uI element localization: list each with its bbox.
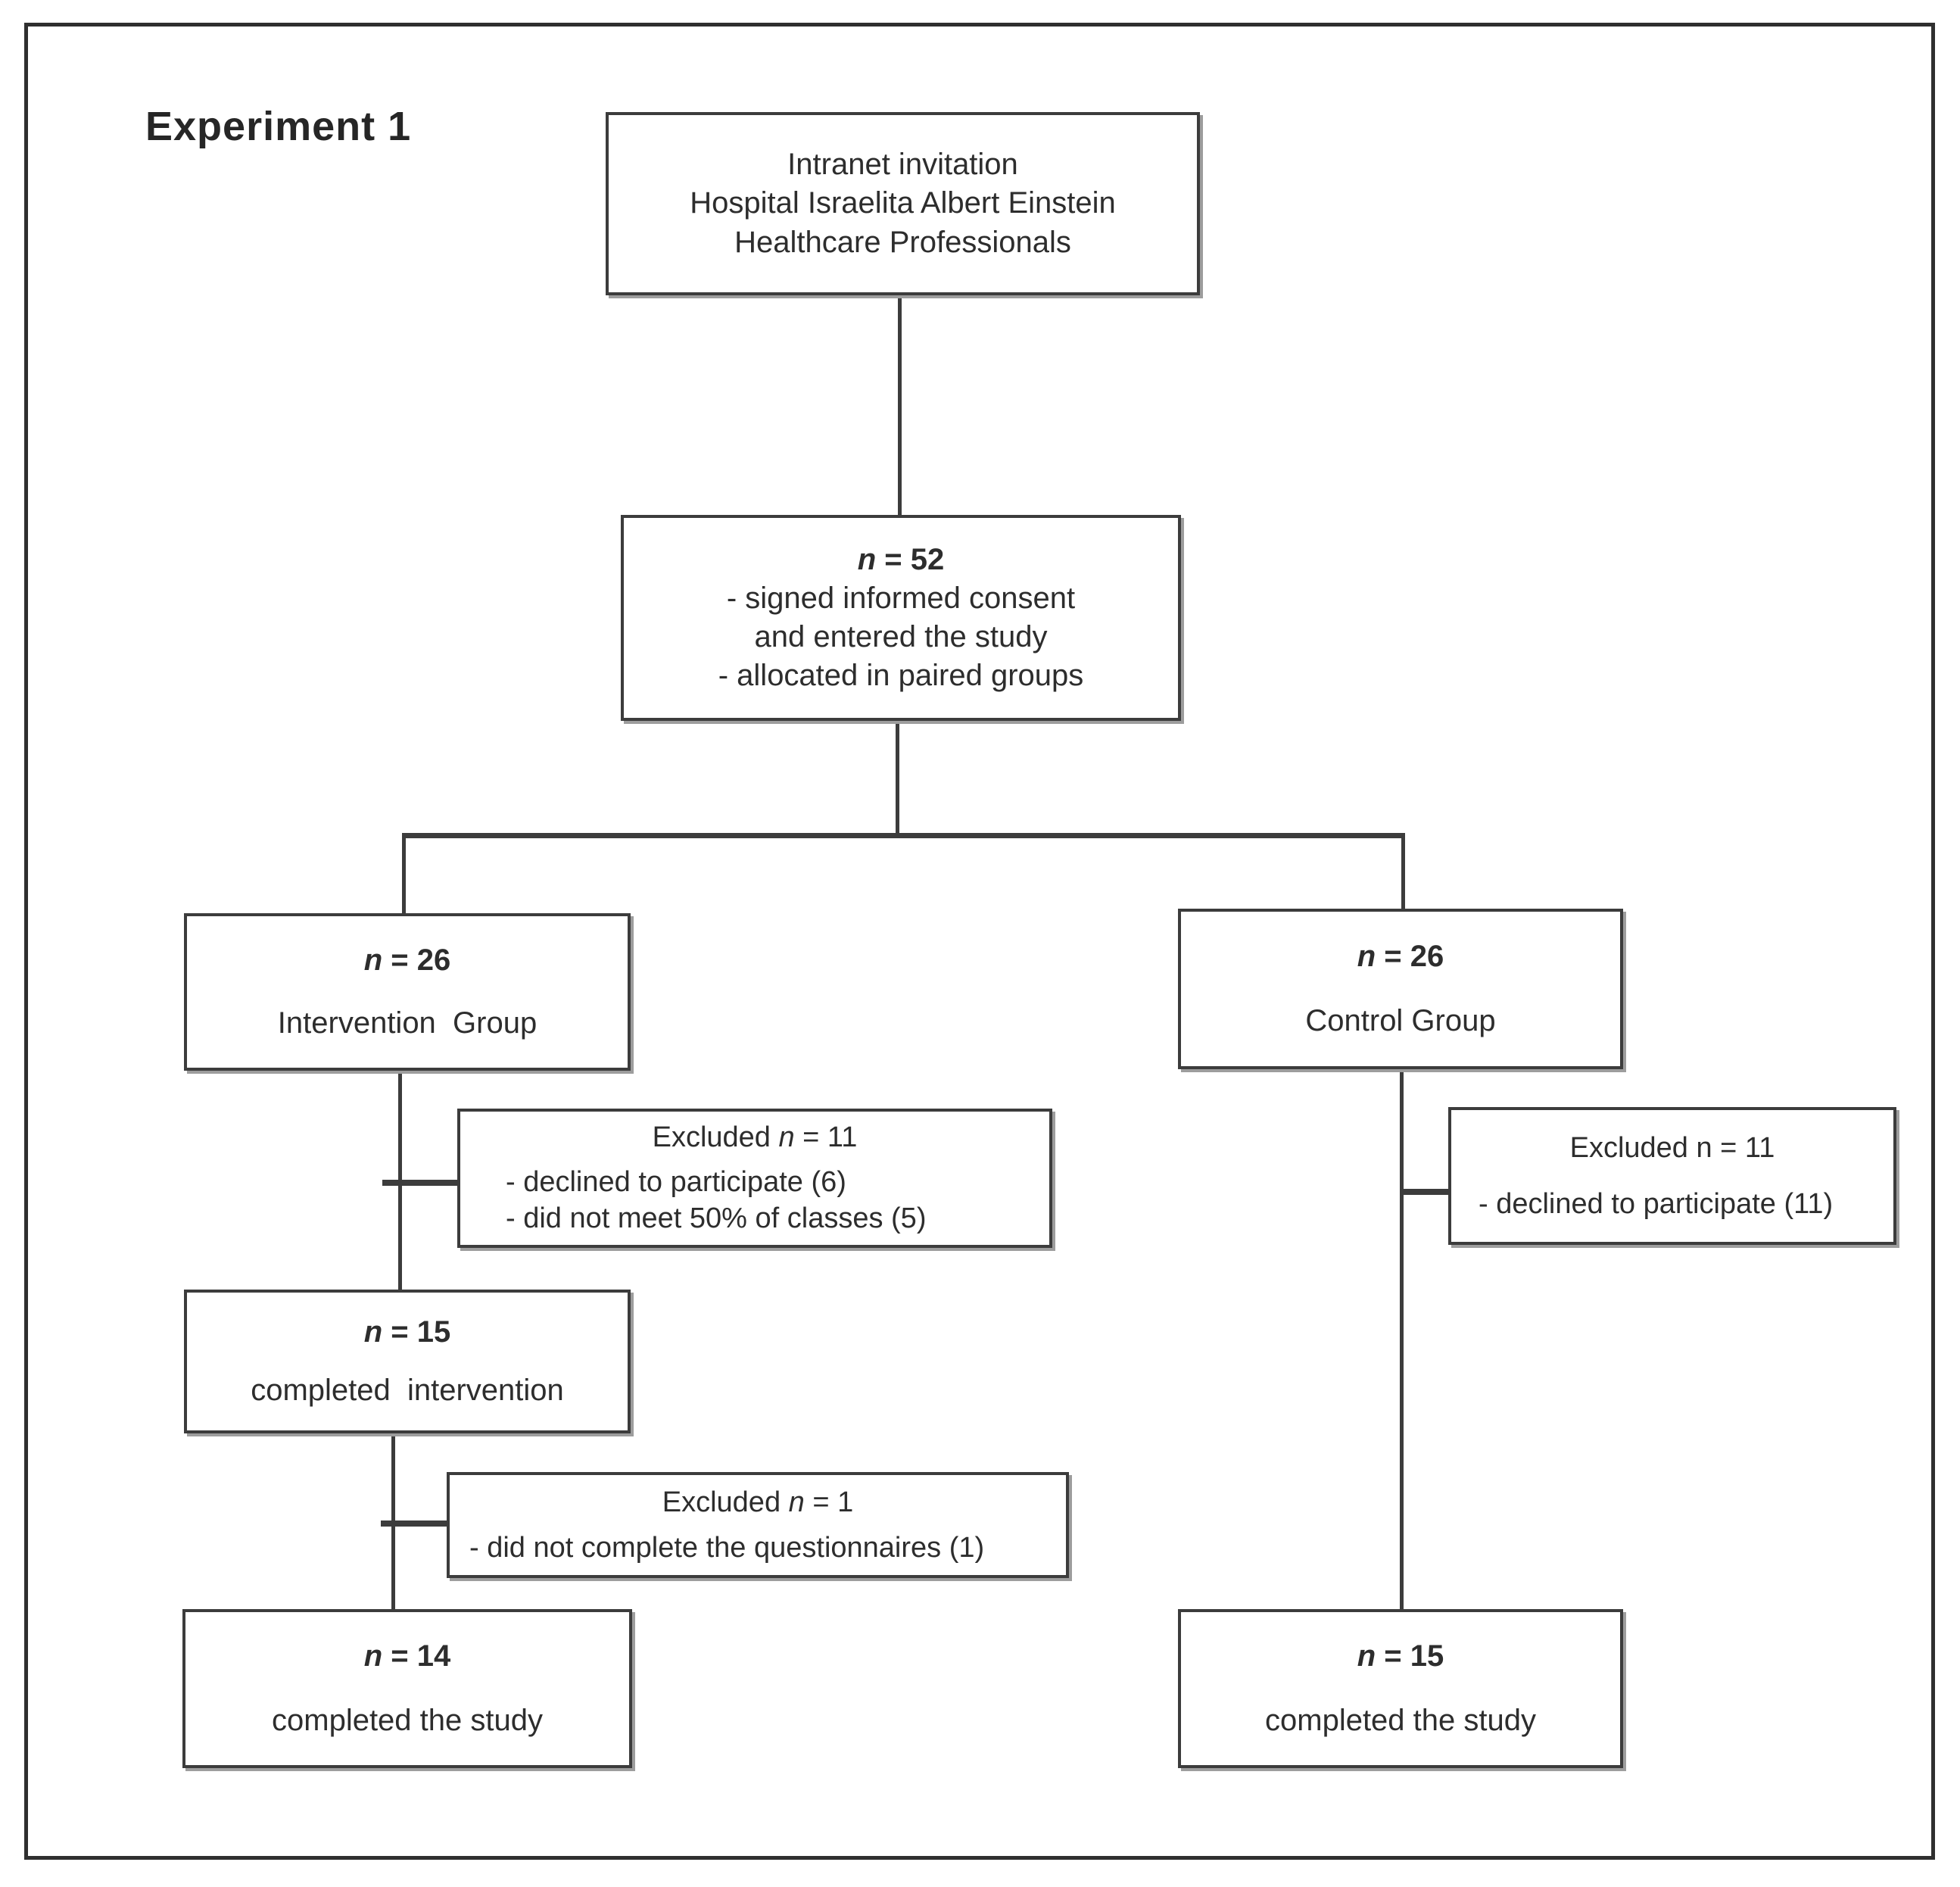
connector-enrollment-to-split [896, 721, 899, 836]
control-excluded-title: Excluded n = 11 [1569, 1131, 1775, 1164]
questionnaire-excluded-item-1: - did not complete the questionnaires (1… [469, 1531, 985, 1564]
intervention-excluded-item-1: - declined to participate (6) [506, 1165, 846, 1198]
control-group-sample-size: n = 26 [1357, 939, 1444, 973]
enrollment-item-2: - allocated in paired groups [718, 659, 1084, 693]
enrollment-item-1-cont: and entered the study [754, 620, 1048, 653]
diagram-title: Experiment 1 [145, 104, 412, 149]
control-group-box: n = 26 Control Group [1178, 909, 1623, 1069]
connector-split-horizontal [402, 833, 1405, 838]
invitation-line-1: Intranet invitation [787, 148, 1018, 182]
enrollment-sample-size: n = 52 [857, 542, 945, 576]
connector-control-group-to-completed-study [1400, 1069, 1404, 1609]
questionnaire-excluded-title: Excluded n = 1 [662, 1486, 854, 1518]
connector-to-intervention-excluded [382, 1180, 457, 1186]
invitation-box: Intranet invitation Hospital Israelita A… [606, 112, 1200, 295]
intervention-excluded-box: Excluded n = 11 - declined to participat… [457, 1109, 1052, 1248]
invitation-line-2: Hospital Israelita Albert Einstein [690, 186, 1116, 220]
control-completed-sample-size: n = 15 [1357, 1639, 1444, 1673]
intervention-completed-study-box: n = 14 completed the study [182, 1609, 632, 1768]
completed-intervention-sample-size: n = 15 [363, 1315, 451, 1349]
control-excluded-items: - declined to participate (11) [1451, 1186, 1893, 1223]
questionnaire-excluded-box: Excluded n = 1 - did not complete the qu… [447, 1472, 1069, 1578]
connector-split-to-control-group [1401, 835, 1405, 909]
intervention-group-sample-size: n = 26 [363, 943, 451, 977]
intervention-excluded-item-2: - did not meet 50% of classes (5) [506, 1202, 927, 1235]
enrollment-box: n = 52 - signed informed consent and ent… [621, 515, 1181, 721]
questionnaire-excluded-items: - did not complete the questionnaires (1… [450, 1530, 1066, 1567]
invitation-line-3: Healthcare Professionals [734, 225, 1071, 259]
connector-to-control-excluded [1402, 1189, 1448, 1195]
control-excluded-box: Excluded n = 11 - declined to participat… [1448, 1107, 1896, 1245]
connector-invitation-to-enrollment [898, 295, 902, 515]
control-completed-study-box: n = 15 completed the study [1178, 1609, 1623, 1768]
control-group-label: Control Group [1305, 1003, 1496, 1037]
control-completed-label: completed the study [1265, 1703, 1536, 1737]
intervention-group-box: n = 26 Intervention Group [184, 913, 631, 1071]
connector-to-questionnaire-excluded [381, 1521, 447, 1527]
intervention-completed-label: completed the study [272, 1703, 543, 1737]
connector-split-to-intervention-group [402, 835, 406, 913]
enrollment-item-1: - signed informed consent [726, 581, 1076, 615]
completed-intervention-box: n = 15 completed intervention [184, 1290, 631, 1433]
intervention-completed-sample-size: n = 14 [363, 1639, 451, 1673]
intervention-excluded-title: Excluded n = 11 [652, 1121, 858, 1154]
control-excluded-item-1: - declined to participate (11) [1479, 1187, 1834, 1220]
intervention-excluded-items: - declined to participate (6) - did not … [460, 1164, 1049, 1237]
intervention-group-label: Intervention Group [277, 1006, 538, 1040]
completed-intervention-label: completed intervention [251, 1374, 564, 1408]
